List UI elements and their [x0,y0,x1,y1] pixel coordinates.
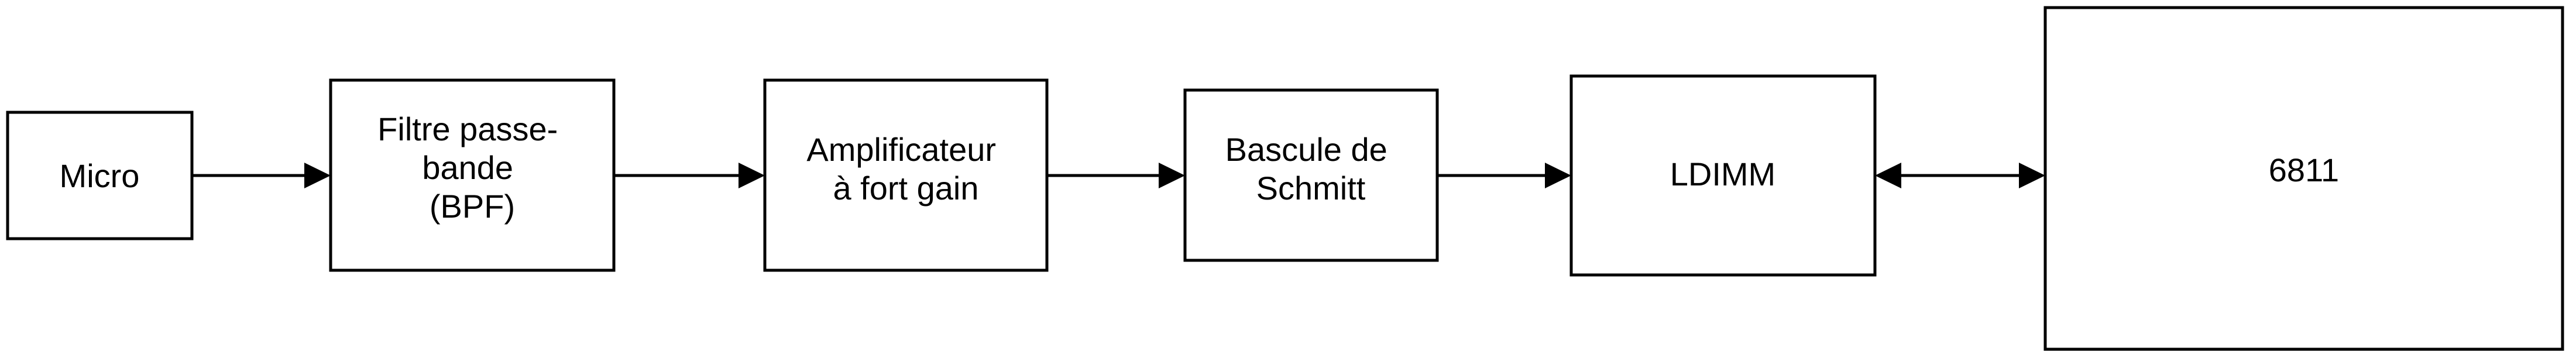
connection-ldimm-mcu [1875,163,2045,188]
block-schmitt-label-line-2: Schmitt [1256,170,1366,207]
block-bpf-label-line-3: (BPF) [430,188,515,225]
block-schmitt: Bascule de Schmitt [1183,88,1439,262]
block-ldimm-label-line-1: LDIMM [1670,156,1775,192]
block-bpf-label-line-2: bande [422,149,513,186]
block-micro-label-line-1: Micro [60,157,140,194]
svg-text:6811: 6811 [2269,152,2339,188]
svg-text:LDIMM: LDIMM [1670,156,1775,192]
connection-micro-bpf [192,163,331,188]
connection-amplifier-schmitt [1047,163,1185,188]
connection-bpf-amplifier [614,163,765,188]
block-amplifier-label-line-1: Amplificateur [806,131,996,168]
block-bpf: Filtre passe- bande (BPF) [329,78,616,272]
block-ldimm: LDIMM [1569,74,1877,277]
block-amplifier: Amplificateur à fort gain [763,78,1049,272]
block-amplifier-label-line-2: à fort gain [833,170,978,207]
block-bpf-label-line-1: Filtre passe- [377,111,558,147]
block-schmitt-label-line-1: Bascule de [1225,131,1387,168]
connection-schmitt-ldimm [1437,163,1571,188]
block-6811: 6811 [2043,6,2564,351]
block-micro: Micro [6,111,194,240]
svg-text:Micro: Micro [60,157,140,194]
svg-text:Filtre passe- bande: Filtre passe- bande (BPF) [377,111,567,225]
block-6811-label-line-1: 6811 [2269,152,2339,188]
svg-text:Bascule de Schmitt: Bascule de Schmitt [1225,131,1397,207]
svg-text:Amplificateur à fort gai: Amplificateur à fort gain [806,131,1005,207]
